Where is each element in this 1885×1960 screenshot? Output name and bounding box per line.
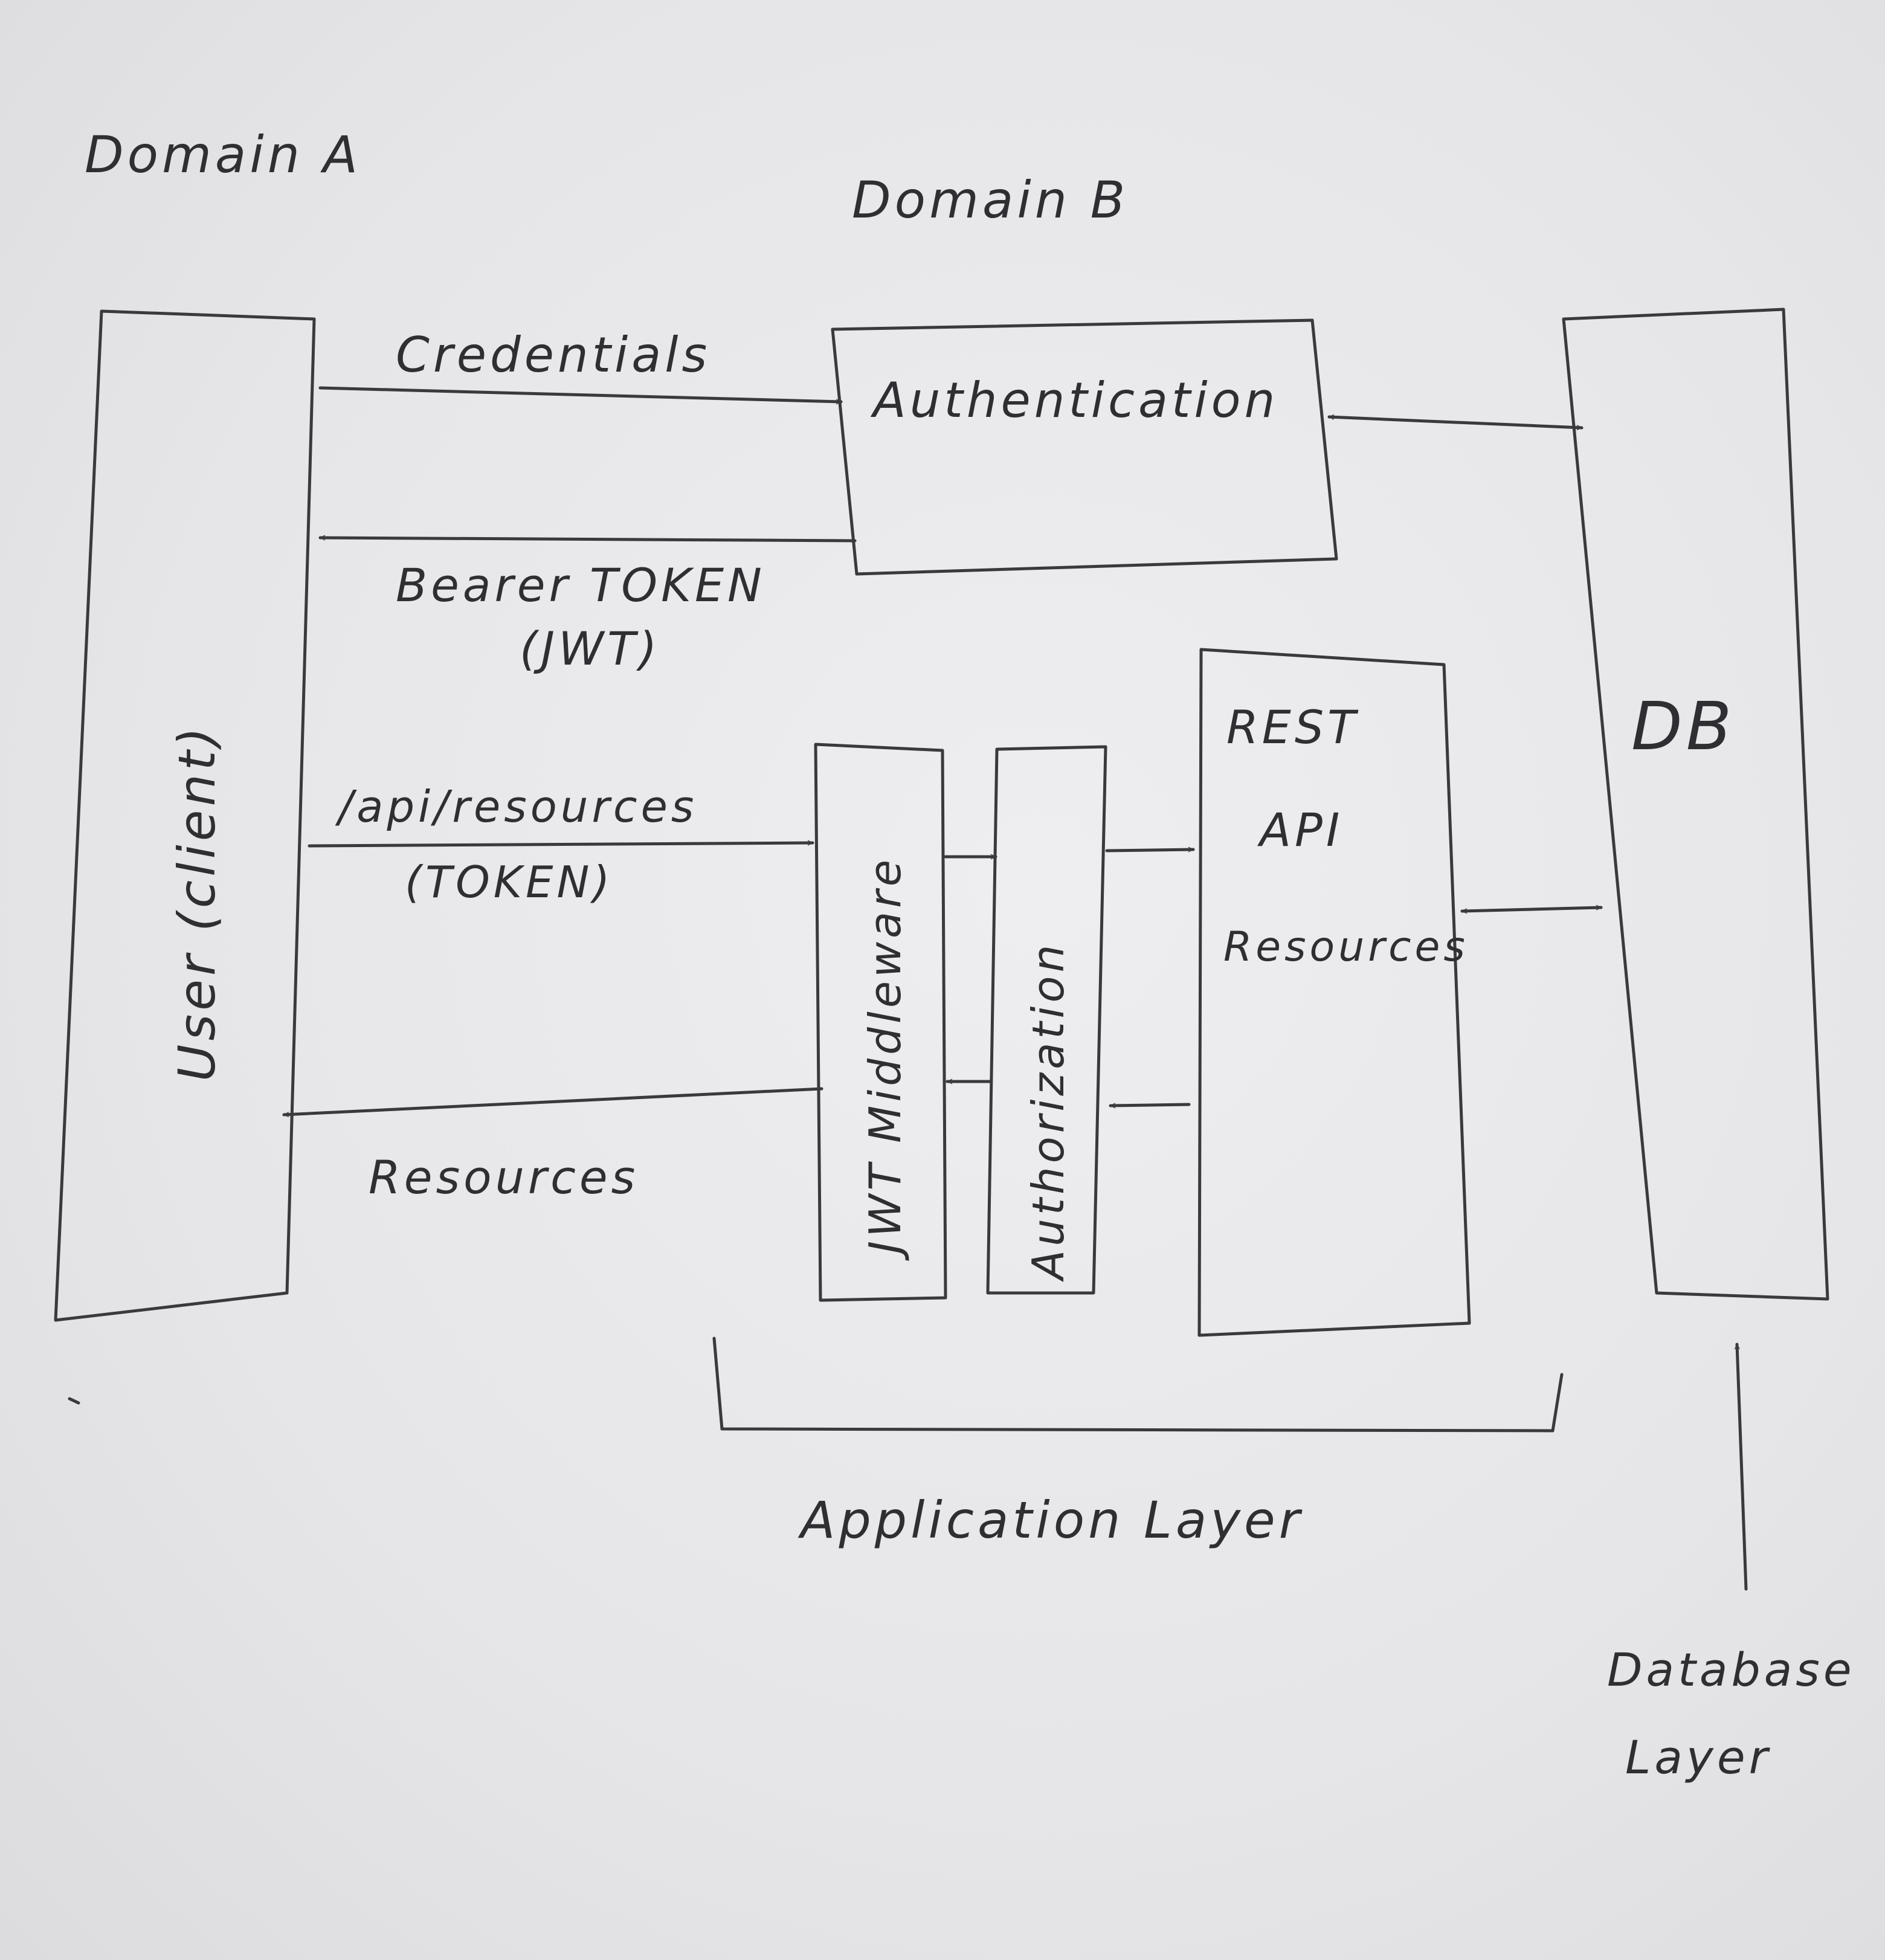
jwt-middleware-box xyxy=(814,743,947,1302)
authentication-label: Authentication xyxy=(870,372,1278,428)
authentication-box xyxy=(831,318,1338,576)
authorization-to-rest-arrow xyxy=(1105,849,1195,851)
resources-response-arrow xyxy=(282,1087,823,1115)
client-box xyxy=(54,309,316,1322)
client-label: User (client) xyxy=(167,724,227,1082)
bearer-token-label-line2: (JWT) xyxy=(520,622,660,675)
rest-api-label-line1: REST xyxy=(1226,700,1359,754)
application-layer-bracket xyxy=(712,1336,1564,1433)
resources-response-label: Resources xyxy=(369,1150,639,1204)
db-box xyxy=(1562,308,1829,1301)
api-request-label-line1: /api/resources xyxy=(335,781,697,832)
domain-a-label: Domain A xyxy=(85,125,361,184)
authorization-box xyxy=(986,745,1107,1295)
pen-mark xyxy=(68,1397,80,1405)
credentials-label: Credentials xyxy=(396,327,710,383)
bearer-token-arrow xyxy=(318,538,857,543)
application-layer-label: Application Layer xyxy=(798,1491,1303,1550)
db-label: DB xyxy=(1631,688,1735,765)
credentials-arrow xyxy=(318,386,843,402)
rest-api-label-line2: API xyxy=(1257,803,1343,857)
rest-to-authorization-arrow xyxy=(1109,1104,1191,1106)
rest-api-box xyxy=(1197,648,1471,1337)
database-layer-label-line2: Layer xyxy=(1625,1730,1771,1784)
database-layer-arrow xyxy=(1737,1343,1748,1591)
auth-db-arrow xyxy=(1327,417,1584,428)
rest-db-arrow xyxy=(1460,907,1603,911)
rest-api-label-line3: Resources xyxy=(1223,923,1469,971)
domain-b-label: Domain B xyxy=(852,170,1129,230)
api-request-arrow xyxy=(308,843,814,848)
bearer-token-label-line1: Bearer TOKEN xyxy=(396,558,765,612)
api-request-label-line2: (TOKEN) xyxy=(405,857,613,907)
jwt-middleware-label: JWT Middleware xyxy=(860,856,910,1261)
database-layer-label-line1: Database xyxy=(1607,1643,1855,1697)
authorization-label: Authorization xyxy=(1023,941,1074,1282)
